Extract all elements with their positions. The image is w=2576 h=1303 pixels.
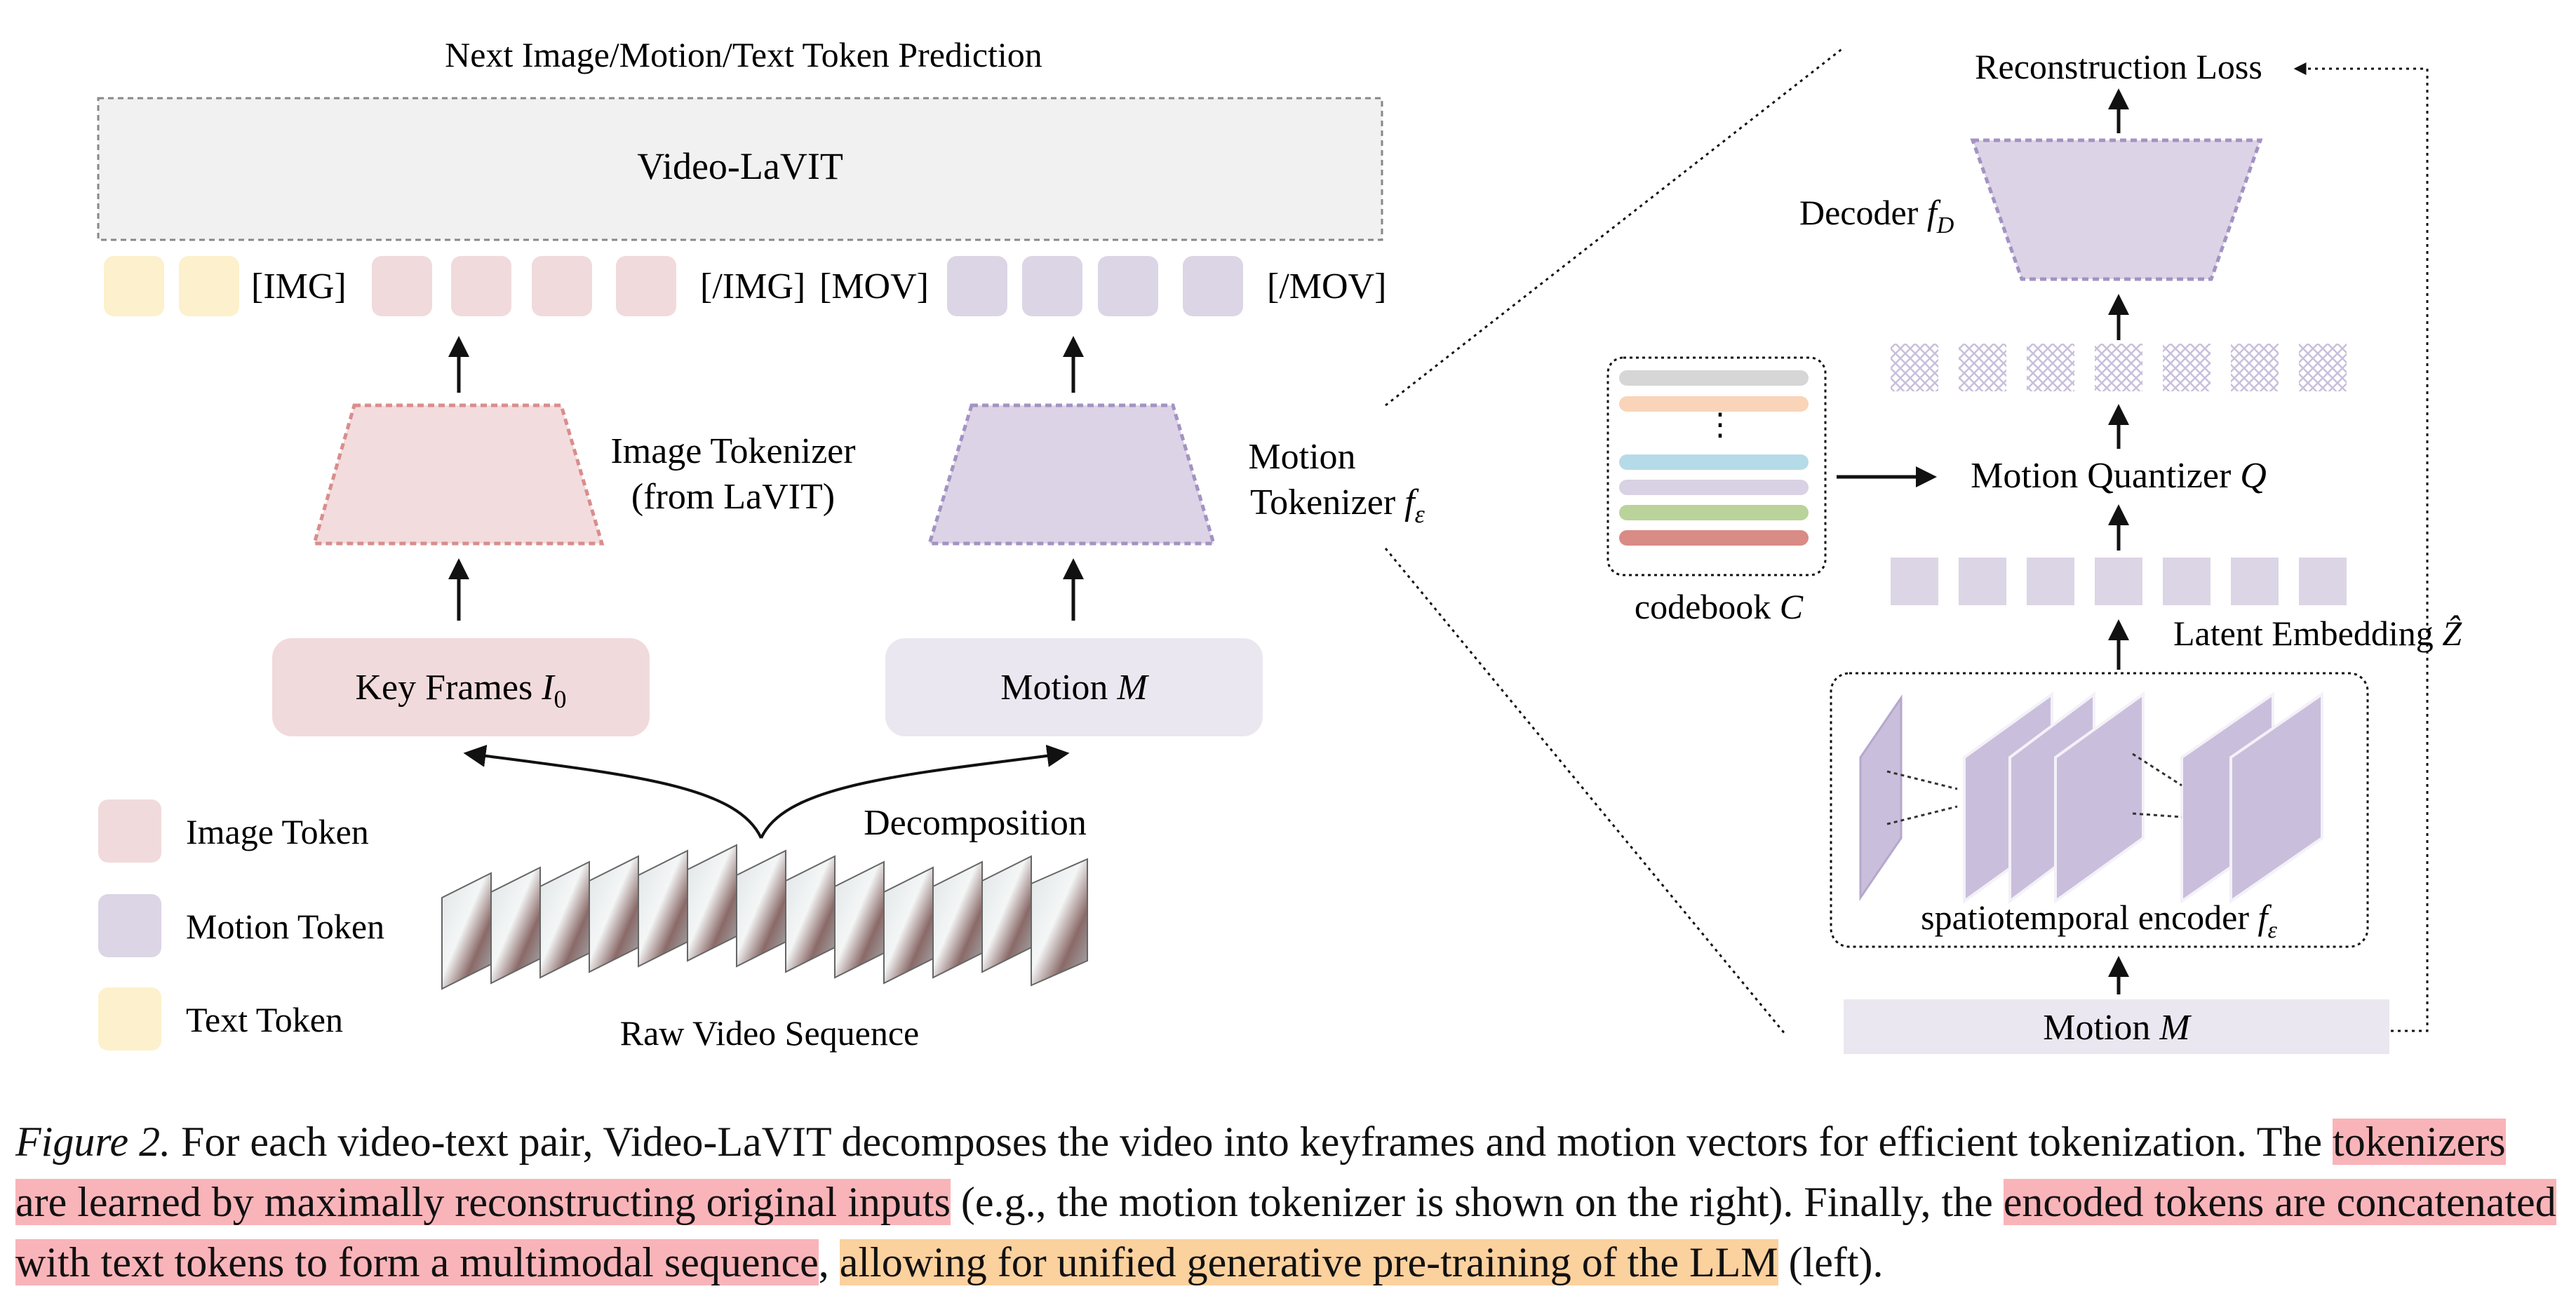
- caption-text: ,: [818, 1239, 840, 1285]
- quantized-token: [2299, 344, 2347, 391]
- quantized-token: [2027, 344, 2074, 391]
- image-token: [616, 256, 676, 316]
- text-token: [179, 256, 239, 316]
- caption-label: Figure 2.: [15, 1119, 171, 1165]
- motion-token: [947, 256, 1007, 316]
- raw-video-label: Raw Video Sequence: [620, 1013, 920, 1053]
- codebook-ellipsis: ⋮: [1705, 407, 1736, 442]
- motion-token: [1022, 256, 1082, 316]
- quantized-token: [2163, 344, 2211, 391]
- motion-input-label: Motion M: [2043, 1008, 2192, 1048]
- motion-token: [1183, 256, 1243, 316]
- image-tokenizer-label: Image Tokenizer: [610, 431, 855, 471]
- codebook-row: [1619, 530, 1809, 546]
- motion-tokenizer-shape: [927, 403, 1216, 546]
- caption-text: (e.g., the motion tokenizer is shown on …: [950, 1179, 2004, 1225]
- caption-text: For each video-text pair, Video-LaVIT de…: [170, 1119, 2333, 1165]
- motion-box-label: Motion M: [1000, 668, 1149, 708]
- legend-motion-label: Motion Token: [186, 907, 384, 946]
- quantized-token: [1891, 344, 1938, 391]
- legend-text-label: Text Token: [186, 1000, 343, 1039]
- latent-token: [2095, 558, 2142, 605]
- image-token: [532, 256, 592, 316]
- mov-open-tag: [MOV]: [819, 266, 929, 306]
- legend-image-label: Image Token: [186, 812, 369, 851]
- video-lavit-box: [97, 97, 1383, 241]
- img-close-tag: [/IMG]: [700, 266, 805, 306]
- latent-token: [1959, 558, 2006, 605]
- key-frames-box: [272, 638, 650, 736]
- decomposition-arrow-left: [463, 745, 763, 839]
- motion-box: [885, 638, 1263, 736]
- spatiotemporal-encoder-label: spatiotemporal encoder fε: [1921, 898, 2277, 943]
- text-token: [104, 256, 164, 316]
- image-token: [372, 256, 432, 316]
- codebook-row: [1619, 480, 1809, 495]
- motion-tokenizer-label: Motion: [1248, 437, 1355, 477]
- encoder-layers: [1859, 691, 2323, 904]
- video-lavit-label: Video-LaVIT: [637, 145, 843, 187]
- decoder-label: Decoder fD: [1799, 193, 1954, 238]
- caption-text: (left).: [1778, 1239, 1884, 1285]
- motion-input-box: [1844, 999, 2389, 1054]
- latent-token: [2299, 558, 2347, 605]
- legend-image-swatch: [98, 799, 161, 863]
- figure-caption: Figure 2. For each video-text pair, Vide…: [15, 1112, 2562, 1292]
- mov-close-tag: [/MOV]: [1267, 266, 1386, 306]
- raw-video-frames: [441, 844, 1088, 990]
- quantized-token: [1959, 344, 2006, 391]
- latent-embedding-label: Latent Embedding Ẑ: [2173, 614, 2462, 653]
- motion-quantizer-label: Motion Quantizer Q: [1971, 456, 2267, 496]
- codebook-row: [1619, 396, 1809, 412]
- latent-token: [2231, 558, 2279, 605]
- image-token: [451, 256, 511, 316]
- motion-tokenizer-sublabel: Tokenizer fε: [1250, 482, 1425, 528]
- motion-token: [1098, 256, 1158, 316]
- reconstruction-loss-label: Reconstruction Loss: [1975, 47, 2262, 86]
- quantized-token: [2095, 344, 2142, 391]
- codebook-row: [1619, 370, 1809, 386]
- decomposition-arrow-right: [760, 744, 1070, 839]
- codebook-label: codebook C: [1635, 587, 1804, 626]
- codebook-row: [1619, 454, 1809, 470]
- top-label: Next Image/Motion/Text Token Prediction: [445, 35, 1042, 74]
- key-frames-label: Key Frames I0: [355, 668, 566, 713]
- latent-token: [1891, 558, 1938, 605]
- legend-text-swatch: [98, 987, 161, 1051]
- image-tokenizer-sublabel: (from LaVIT): [631, 477, 835, 517]
- caption-highlight: allowing for unified generative pre-trai…: [839, 1239, 1778, 1285]
- legend-motion-swatch: [98, 894, 161, 957]
- decomposition-label: Decomposition: [864, 803, 1087, 843]
- image-tokenizer-shape: [311, 403, 605, 546]
- zoom-line-top: [1385, 46, 1844, 407]
- img-open-tag: [IMG]: [251, 266, 347, 306]
- quantized-token: [2231, 344, 2279, 391]
- decoder-shape: [1970, 138, 2263, 281]
- codebook-row: [1619, 505, 1809, 520]
- latent-token: [2163, 558, 2211, 605]
- latent-token: [2027, 558, 2074, 605]
